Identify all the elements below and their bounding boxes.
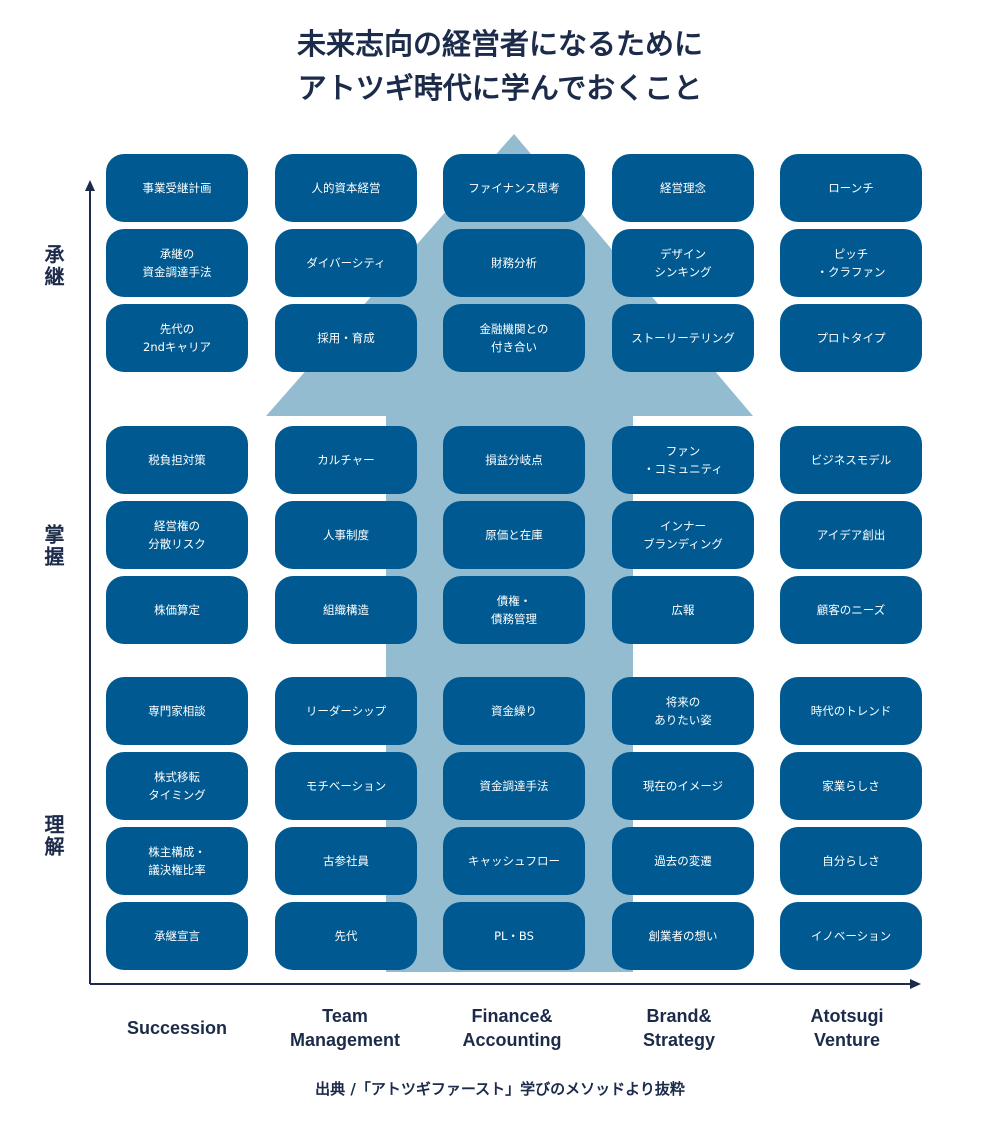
column-heading-team-management: Team Management bbox=[289, 1006, 401, 1050]
topic-card-finance-accounting: PL・BS bbox=[443, 902, 585, 970]
topic-card-succession: 株主構成・ 議決権比率 bbox=[106, 827, 248, 895]
topic-card-atotsugi-venture: アイデア創出 bbox=[780, 501, 922, 569]
topic-card-brand-strategy: インナー ブランディング bbox=[612, 501, 754, 569]
column-heading-atotsugi-venture: Atotsugi Venture bbox=[810, 1006, 884, 1050]
topic-card-brand-strategy: 現在のイメージ bbox=[612, 752, 754, 820]
topic-card-brand-strategy: 過去の変遷 bbox=[612, 827, 754, 895]
topic-card-succession: 承継宣言 bbox=[106, 902, 248, 970]
topic-card-succession: 承継の 資金調達手法 bbox=[106, 229, 248, 297]
topic-card-succession: 先代の 2ndキャリア bbox=[106, 304, 248, 372]
y-label-understanding-stage: 理解 bbox=[41, 814, 65, 858]
page-title-line-2: アトツギ時代に学んでおくこと bbox=[297, 71, 703, 105]
topic-card-finance-accounting: 原価と在庫 bbox=[443, 501, 585, 569]
topic-card-team-management: ダイバーシティ bbox=[275, 229, 417, 297]
topic-card-team-management: 人事制度 bbox=[275, 501, 417, 569]
topic-card-team-management: 先代 bbox=[275, 902, 417, 970]
topic-card-brand-strategy: ストーリーテリング bbox=[612, 304, 754, 372]
topic-card-succession: 税負担対策 bbox=[106, 426, 248, 494]
topic-card-succession: 専門家相談 bbox=[106, 677, 248, 745]
topic-card-atotsugi-venture: 時代のトレンド bbox=[780, 677, 922, 745]
topic-card-finance-accounting: 債権・ 債務管理 bbox=[443, 576, 585, 644]
topic-card-brand-strategy: ファン ・コミュニティ bbox=[612, 426, 754, 494]
source-credit: 出典 /「アトツギファースト」学びのメソッドより抜粋 bbox=[315, 1080, 685, 1098]
topic-card-finance-accounting: キャッシュフロー bbox=[443, 827, 585, 895]
topic-card-finance-accounting: ファイナンス思考 bbox=[443, 154, 585, 222]
topic-card-succession: 経営権の 分散リスク bbox=[106, 501, 248, 569]
topic-card-finance-accounting: 資金繰り bbox=[443, 677, 585, 745]
topic-card-finance-accounting: 損益分岐点 bbox=[443, 426, 585, 494]
topic-card-atotsugi-venture: ビジネスモデル bbox=[780, 426, 922, 494]
y-label-succession-stage: 承継 bbox=[41, 244, 65, 288]
topic-card-finance-accounting: 金融機関との 付き合い bbox=[443, 304, 585, 372]
column-heading-finance-accounting: Finance& Accounting bbox=[462, 1006, 562, 1050]
topic-card-atotsugi-venture: プロトタイプ bbox=[780, 304, 922, 372]
x-axis-arrowhead bbox=[910, 979, 921, 989]
topic-card-team-management: 人的資本経営 bbox=[275, 154, 417, 222]
topic-card-brand-strategy: 創業者の想い bbox=[612, 902, 754, 970]
topic-card-team-management: 古参社員 bbox=[275, 827, 417, 895]
topic-card-brand-strategy: 将来の ありたい姿 bbox=[612, 677, 754, 745]
topic-card-succession: 株式移転 タイミング bbox=[106, 752, 248, 820]
y-axis-arrowhead bbox=[85, 180, 95, 191]
topic-card-brand-strategy: 広報 bbox=[612, 576, 754, 644]
topic-card-team-management: 組織構造 bbox=[275, 576, 417, 644]
topic-card-team-management: 採用・育成 bbox=[275, 304, 417, 372]
topic-card-succession: 事業受継計画 bbox=[106, 154, 248, 222]
topic-card-atotsugi-venture: 自分らしさ bbox=[780, 827, 922, 895]
topic-card-finance-accounting: 財務分析 bbox=[443, 229, 585, 297]
topic-card-team-management: カルチャー bbox=[275, 426, 417, 494]
topic-card-atotsugi-venture: 家業らしさ bbox=[780, 752, 922, 820]
topic-card-atotsugi-venture: イノベーション bbox=[780, 902, 922, 970]
column-heading-brand-strategy: Brand& Strategy bbox=[642, 1006, 716, 1050]
topic-card-brand-strategy: 経営理念 bbox=[612, 154, 754, 222]
topic-card-atotsugi-venture: ローンチ bbox=[780, 154, 922, 222]
topic-card-team-management: リーダーシップ bbox=[275, 677, 417, 745]
topic-card-atotsugi-venture: 顧客のニーズ bbox=[780, 576, 922, 644]
column-heading-succession: Succession bbox=[126, 1018, 228, 1038]
topic-card-brand-strategy: デザイン シンキング bbox=[612, 229, 754, 297]
topic-card-atotsugi-venture: ピッチ ・クラファン bbox=[780, 229, 922, 297]
topic-card-finance-accounting: 資金調達手法 bbox=[443, 752, 585, 820]
page-title-line-1: 未来志向の経営者になるために bbox=[296, 27, 703, 61]
topic-card-team-management: モチベーション bbox=[275, 752, 417, 820]
y-label-control-stage: 掌握 bbox=[41, 524, 65, 568]
topic-card-succession: 株価算定 bbox=[106, 576, 248, 644]
